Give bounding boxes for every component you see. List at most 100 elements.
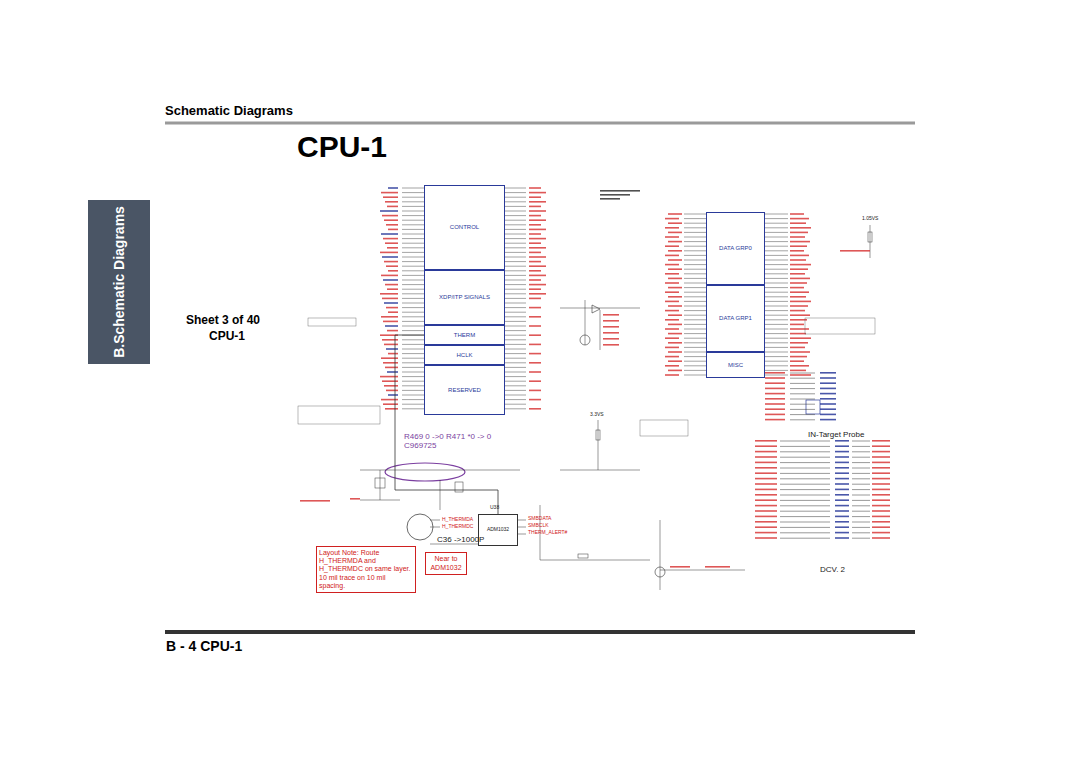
wire	[402, 257, 424, 258]
pin-label-mark	[380, 293, 398, 295]
wire	[402, 234, 424, 235]
wire	[402, 353, 424, 354]
pin-label-mark	[529, 279, 541, 281]
wire	[402, 307, 424, 308]
pin-label-mark	[668, 333, 682, 335]
pin-label-mark	[668, 296, 682, 298]
pin-label-mark	[386, 390, 398, 392]
pin-label-mark	[790, 264, 811, 266]
pin-label-mark	[872, 456, 890, 458]
wire	[505, 307, 526, 308]
pin-label-mark	[384, 261, 398, 263]
pin-label-mark	[765, 408, 785, 410]
pin-label-mark	[529, 408, 541, 410]
layout-note: Layout Note: Route H_THERMDA and H_THERM…	[316, 546, 416, 593]
node-text: CONTROL	[450, 224, 479, 231]
wire	[505, 330, 526, 331]
pin-label-mark	[872, 521, 890, 523]
pin-label-mark	[350, 498, 360, 500]
wire	[402, 192, 424, 193]
wire	[790, 419, 815, 420]
pin-label-mark	[665, 365, 679, 367]
wire	[402, 220, 424, 221]
part-ref: U38	[490, 505, 499, 511]
pin-label-mark	[381, 357, 398, 359]
pin-label-mark	[790, 282, 807, 284]
wire	[505, 234, 526, 235]
pin-label-mark	[665, 347, 679, 349]
pin-label-mark	[820, 372, 836, 374]
pin-label-mark	[529, 307, 541, 309]
pin-label-mark	[668, 351, 682, 353]
wire	[684, 269, 706, 270]
ic-section: MISC	[706, 352, 765, 378]
pin-label-mark	[386, 307, 398, 309]
pin-label-mark	[755, 456, 777, 458]
wire	[505, 243, 526, 244]
wire	[505, 247, 526, 248]
bom-note: R469 0 ->0 R471 *0 -> 0	[404, 433, 491, 442]
pin-label-mark	[790, 241, 810, 243]
pin-label-mark	[388, 353, 398, 355]
wire	[765, 370, 788, 371]
pin-label-mark	[670, 566, 690, 568]
pin-label-mark	[668, 259, 682, 261]
pin-label-mark	[529, 224, 541, 226]
power-rail: 3.3VS	[590, 412, 604, 418]
wire	[402, 390, 424, 391]
pin-label-mark	[872, 440, 890, 442]
pin-label-mark	[872, 537, 890, 539]
pin-label-mark	[835, 532, 849, 534]
wire	[518, 520, 526, 521]
wire	[852, 516, 870, 517]
pin-label-mark	[383, 196, 398, 198]
pin-label-mark	[388, 270, 398, 272]
pin-label-mark	[765, 398, 785, 400]
pin-label-mark	[383, 362, 398, 364]
sheet-title: CPU-1	[209, 330, 245, 343]
wire	[852, 457, 870, 458]
wire	[684, 315, 706, 316]
pin-label-mark	[872, 489, 890, 491]
wire	[402, 385, 424, 386]
wire	[402, 344, 424, 345]
wire	[684, 365, 706, 366]
wire	[518, 527, 526, 528]
wire	[402, 404, 424, 405]
wire	[505, 238, 526, 239]
wire	[560, 308, 640, 309]
signal-name: SMBDATA	[528, 516, 551, 522]
wire	[870, 225, 871, 258]
node-text: DATA GRP0	[719, 245, 752, 252]
wire	[505, 408, 526, 409]
pin-label-mark	[872, 483, 890, 485]
pin-label-mark	[668, 287, 682, 289]
wire	[852, 446, 870, 447]
wire	[402, 408, 424, 409]
pin-label-mark	[668, 268, 682, 270]
wire	[684, 255, 706, 256]
pin-label-mark	[820, 388, 836, 390]
pin-label-mark	[300, 500, 330, 502]
pin-label-mark	[835, 445, 849, 447]
pin-label-mark	[790, 337, 811, 339]
page-title: CPU-1	[297, 130, 387, 163]
wire	[765, 214, 788, 215]
wire	[780, 522, 830, 523]
wire	[765, 296, 788, 297]
wire	[684, 370, 706, 371]
wire	[684, 214, 706, 215]
wire	[505, 321, 526, 322]
wire	[598, 420, 599, 470]
pin-label-mark	[529, 206, 541, 208]
wire	[505, 261, 526, 262]
wire	[560, 470, 640, 471]
wire	[684, 283, 706, 284]
pin-label-mark	[386, 348, 398, 350]
pin-label-mark	[790, 273, 805, 275]
pin-label-mark	[872, 516, 890, 518]
pin-label-mark	[665, 356, 679, 358]
pin-label-mark	[835, 456, 849, 458]
node-text: ADM1032	[487, 527, 509, 533]
wire	[684, 223, 706, 224]
